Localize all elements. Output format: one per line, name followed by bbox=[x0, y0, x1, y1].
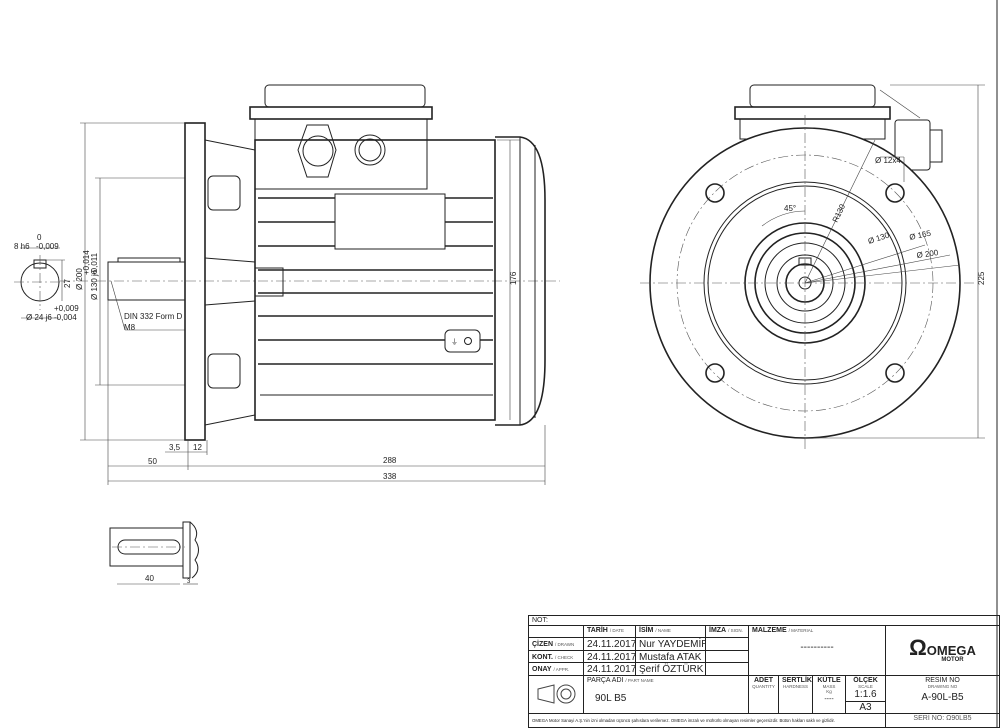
spigot-dia-label: Ø 130 j6 bbox=[90, 269, 99, 300]
overall-height-label: 225 bbox=[977, 271, 986, 285]
angle-label: 45° bbox=[784, 204, 796, 213]
sign-header: İMZA / SIGN. bbox=[706, 626, 749, 638]
spigot-tol-upper: +0,014 bbox=[82, 250, 91, 275]
dim-50: 50 bbox=[148, 457, 157, 466]
name-header: İSİM / NAME bbox=[636, 626, 706, 638]
shaft-section-view: 0 8 h6 -0,009 27 +0,009 Ø 24 j6 -0,004 bbox=[14, 233, 79, 322]
center-hole-note: DIN 332 Form D bbox=[124, 312, 182, 321]
flange-dia-label: Ø 200 bbox=[75, 268, 84, 290]
check-name: Mustafa ATAK bbox=[636, 651, 706, 663]
spigot-tol-lower: -0,011 bbox=[90, 252, 99, 275]
approve-name: Şerif ÖZTÜRK bbox=[636, 663, 706, 676]
front-view: Ø 12x4 45° R130 Ø 130 Ø 165 Ø 200 225 bbox=[640, 84, 986, 450]
dim-338: 338 bbox=[383, 472, 397, 481]
title-block: NOT: TARİH / DATE İSİM / NAME İMZA / SIG… bbox=[528, 615, 1000, 728]
dim-12: 12 bbox=[193, 443, 202, 452]
check-role: KONT. / CHECK bbox=[529, 651, 584, 663]
drawn-role: ÇİZEN / DRAWN bbox=[529, 638, 584, 651]
shaft-height-label: 27 bbox=[63, 279, 72, 288]
dim-288: 288 bbox=[383, 456, 397, 465]
check-date: 24.11.2017 bbox=[584, 651, 636, 663]
earth-terminal-icon: ⏚ bbox=[444, 329, 481, 353]
copyright-footer: OMEGA Motor Sanayi A.Ş.'nin izni olmadan… bbox=[529, 714, 886, 727]
part-name: 90L B5 bbox=[595, 693, 627, 704]
date-header: TARİH / DATE bbox=[584, 626, 636, 638]
shaft-tol-upper: +0,009 bbox=[54, 304, 79, 313]
pcd-200-label: Ø 200 bbox=[916, 248, 939, 260]
body-height-label: 176 bbox=[509, 271, 518, 285]
key-tol-lower: -0,009 bbox=[36, 242, 59, 251]
drawing-no: A-90L-B5 bbox=[921, 692, 964, 703]
approve-date: 24.11.2017 bbox=[584, 663, 636, 676]
dim-3-5: 3,5 bbox=[169, 443, 181, 452]
key-length-label: 40 bbox=[145, 574, 154, 583]
key-offset-label: 3 bbox=[187, 579, 191, 585]
sheet-size: A3 bbox=[846, 702, 886, 714]
serial-no: SERİ NO: Ω90LB5 bbox=[913, 715, 972, 722]
mounting-holes bbox=[705, 183, 905, 383]
material-cell: MALZEME / MATERIAL---------- bbox=[749, 626, 886, 676]
hole-spec-label: Ø 12x4 bbox=[875, 156, 901, 165]
shaft-tol-lower: -0,004 bbox=[54, 313, 77, 322]
omega-logo: ΩOMEGA MOTOR bbox=[886, 626, 999, 676]
note-label: NOT: bbox=[529, 616, 999, 626]
key-tol-upper: 0 bbox=[37, 233, 42, 242]
svg-text:⏚: ⏚ bbox=[451, 338, 458, 346]
drawn-name: Nur YAYDEMİR bbox=[636, 638, 706, 651]
approve-role: ONAY / APPR. bbox=[529, 663, 584, 676]
key-width-label: 8 h6 bbox=[14, 242, 30, 251]
part-icon bbox=[529, 676, 584, 714]
center-hole-thread: M8 bbox=[124, 323, 136, 332]
drawn-date: 24.11.2017 bbox=[584, 638, 636, 651]
shaft-dia-label: Ø 24 j6 bbox=[26, 313, 52, 322]
side-view: Ø 200 Ø 130 j6 +0,014 -0,011 DIN 332 For… bbox=[60, 84, 560, 485]
key-view: 40 3 bbox=[109, 521, 199, 585]
